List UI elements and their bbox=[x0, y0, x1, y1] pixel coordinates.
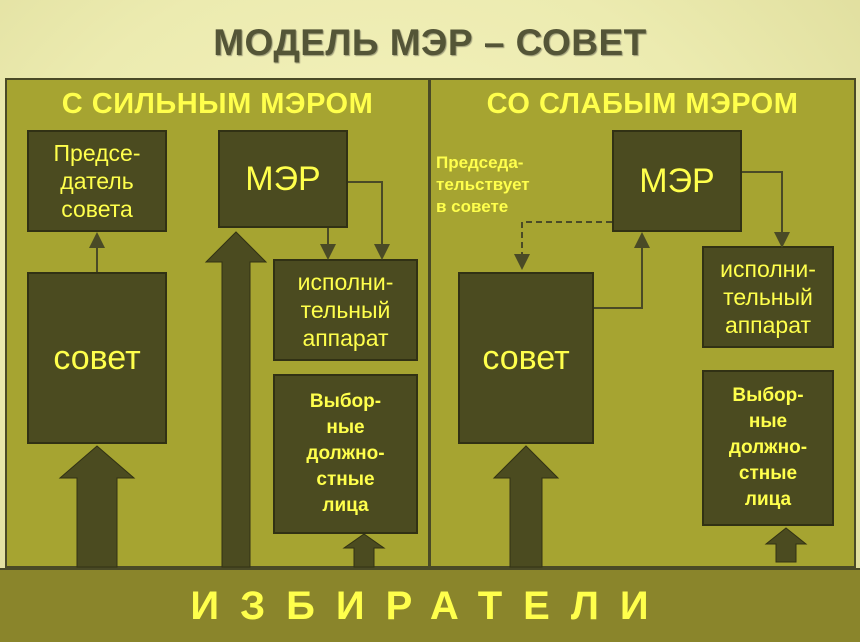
officials-line-5-right: лица bbox=[744, 489, 792, 510]
voters-band: ИЗБИРАТЕЛИ bbox=[0, 568, 860, 642]
council-box-right: совет bbox=[458, 272, 594, 444]
council-label-left: совет bbox=[53, 338, 141, 377]
mayor-to-executive-arrow-right bbox=[742, 171, 790, 248]
council-chair-line-1: Предсе- bbox=[53, 140, 141, 166]
voters-to-officials-arrow-right bbox=[764, 527, 808, 563]
executive-line-3-right: аппарат bbox=[724, 312, 812, 338]
executive-line-2-left: тельный bbox=[300, 297, 391, 323]
voters-label: ИЗБИРАТЕЛИ bbox=[190, 584, 670, 628]
executive-line-1-left: исполни- bbox=[297, 269, 394, 295]
council-to-mayor-arrow bbox=[594, 232, 650, 309]
executive-line-2-right: тельный bbox=[723, 284, 813, 310]
council-chair-line-2: датель bbox=[60, 168, 134, 194]
officials-box-left: Выбор- ные должно- стные лица bbox=[273, 374, 418, 534]
strong-mayor-heading: С СИЛЬНЫМ МЭРОМ bbox=[61, 88, 374, 120]
mayor-box-left: МЭР bbox=[218, 130, 348, 228]
officials-line-4-left: стные bbox=[316, 469, 375, 490]
note-line-3: в совете bbox=[436, 197, 509, 216]
executive-box-right: исполни- тельный аппарат bbox=[702, 246, 834, 348]
mayor-to-executive-arrow-2 bbox=[348, 181, 390, 260]
mayor-label-left: МЭР bbox=[245, 159, 321, 198]
chairs-council-note: Председа- тельствует в совете bbox=[436, 152, 530, 218]
officials-box-right: Выбор- ные должно- стные лица bbox=[702, 370, 834, 526]
note-line-1: Председа- bbox=[436, 153, 524, 172]
officials-line-2-right: ные bbox=[748, 411, 788, 432]
mayor-box-right: МЭР bbox=[612, 130, 742, 232]
voters-to-mayor-arrow-left bbox=[204, 231, 268, 568]
voters-to-officials-arrow-left bbox=[342, 533, 386, 568]
officials-line-2-left: ные bbox=[326, 417, 365, 438]
officials-line-4-right: стные bbox=[738, 463, 798, 484]
council-chair-box: Предсе- датель совета bbox=[27, 130, 167, 232]
voters-to-council-arrow-right bbox=[492, 445, 560, 568]
council-box-left: совет bbox=[27, 272, 167, 444]
weak-mayor-heading: СО СЛАБЫМ МЭРОМ bbox=[486, 88, 799, 120]
mayor-label-right: МЭР bbox=[639, 161, 715, 200]
council-chair-line-3: совета bbox=[61, 196, 133, 222]
council-label-right: совет bbox=[482, 338, 570, 377]
officials-line-1-left: Выбор- bbox=[309, 391, 382, 412]
executive-line-3-left: аппарат bbox=[302, 325, 389, 351]
officials-line-3-right: должно- bbox=[728, 437, 808, 458]
officials-line-5-left: лица bbox=[322, 495, 369, 516]
officials-line-3-left: должно- bbox=[306, 443, 385, 464]
executive-line-1-right: исполни- bbox=[720, 256, 816, 282]
officials-line-1-right: Выбор- bbox=[732, 385, 804, 406]
note-line-2: тельствует bbox=[436, 175, 530, 194]
diagram-title: МОДЕЛЬ МЭР – СОВЕТ bbox=[213, 22, 647, 63]
chairs-council-dashed-arrow bbox=[514, 221, 612, 270]
voters-to-council-arrow-left bbox=[58, 445, 136, 568]
executive-box-left: исполни- тельный аппарат bbox=[273, 259, 418, 361]
